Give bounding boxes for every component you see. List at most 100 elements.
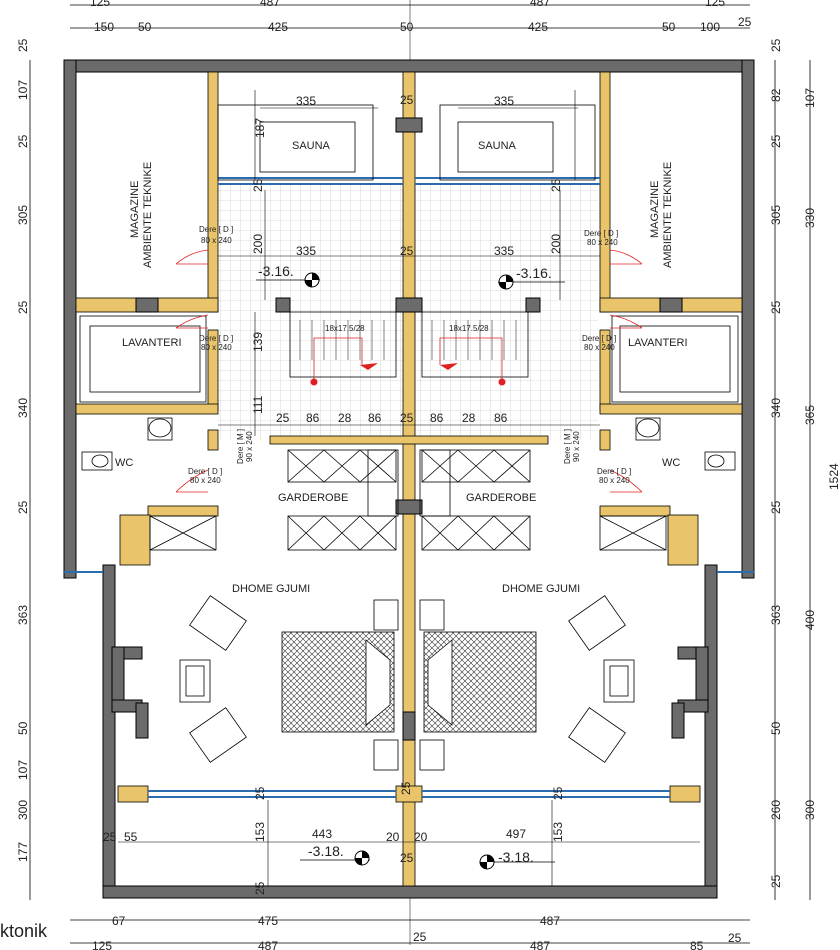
svg-text:107: 107	[16, 80, 30, 100]
svg-text:GARDEROBE: GARDEROBE	[278, 492, 348, 504]
svg-text:330: 330	[803, 208, 817, 228]
svg-text:425: 425	[268, 20, 288, 34]
stairs-right: 18x17.5/28	[421, 311, 529, 386]
svg-text:1524: 1524	[827, 463, 840, 490]
svg-text:MAGAZINE: MAGAZINE	[129, 181, 141, 238]
level-marker-upper-left: -3.16.	[256, 263, 320, 288]
svg-text:260: 260	[769, 800, 783, 820]
svg-text:MAGAZINE: MAGAZINE	[649, 181, 661, 238]
svg-text:-3.18.: -3.18.	[498, 849, 534, 865]
svg-text:25: 25	[103, 830, 117, 844]
svg-text:340: 340	[769, 398, 783, 418]
dims-right: 25 82 25 305 25 340 25 363 50 260 25 107…	[769, 38, 840, 888]
svg-text:25: 25	[769, 874, 783, 888]
sauna-right: SAUNA	[439, 104, 596, 181]
svg-text:300: 300	[803, 800, 817, 820]
wardrobes	[149, 449, 667, 551]
svg-text:25: 25	[769, 500, 783, 514]
svg-text:335: 335	[296, 244, 316, 258]
svg-text:487: 487	[540, 914, 560, 928]
level-marker-lower-left: -3.18.	[300, 843, 370, 866]
svg-text:86: 86	[430, 411, 444, 425]
svg-text:80 x 240: 80 x 240	[587, 238, 618, 247]
svg-text:-3.16.: -3.16.	[258, 263, 294, 279]
svg-text:-3.18.: -3.18.	[308, 843, 344, 859]
svg-text:86: 86	[494, 411, 508, 425]
svg-text:25: 25	[551, 786, 565, 800]
svg-text:50: 50	[138, 20, 152, 34]
svg-text:25: 25	[400, 411, 414, 425]
svg-text:WC: WC	[662, 457, 680, 469]
svg-text:305: 305	[769, 205, 783, 225]
svg-text:25: 25	[728, 931, 742, 945]
door-swings	[175, 249, 643, 493]
svg-text:80 x 240: 80 x 240	[201, 343, 232, 352]
svg-text:475: 475	[258, 914, 278, 928]
corner-title: ktonik	[0, 921, 48, 941]
svg-text:25: 25	[16, 500, 30, 514]
sauna-left: SAUNA	[217, 104, 374, 181]
svg-text:487: 487	[258, 939, 278, 950]
svg-text:86: 86	[368, 411, 382, 425]
svg-text:18x17.5/28: 18x17.5/28	[325, 324, 365, 333]
svg-text:18x17.5/28: 18x17.5/28	[449, 324, 489, 333]
svg-text:-3.16.: -3.16.	[516, 265, 552, 281]
svg-text:153: 153	[253, 822, 267, 842]
svg-text:25: 25	[769, 38, 783, 52]
svg-text:425: 425	[528, 20, 548, 34]
svg-text:487: 487	[530, 939, 550, 950]
svg-text:50: 50	[662, 20, 676, 34]
svg-text:25: 25	[253, 786, 267, 800]
svg-text:25: 25	[16, 38, 30, 52]
svg-text:90 x 240: 90 x 240	[245, 431, 254, 462]
svg-text:85: 85	[690, 939, 704, 950]
svg-text:25: 25	[400, 93, 414, 107]
svg-text:GARDEROBE: GARDEROBE	[466, 492, 536, 504]
svg-text:AMBIENTE TEKNIKE: AMBIENTE TEKNIKE	[142, 162, 154, 268]
svg-text:25: 25	[400, 851, 414, 865]
svg-text:300: 300	[16, 800, 30, 820]
exterior-walls	[63, 59, 755, 899]
svg-text:111: 111	[251, 395, 265, 414]
svg-text:25: 25	[769, 134, 783, 148]
svg-text:25: 25	[399, 781, 413, 795]
svg-text:Dere [ M ]: Dere [ M ]	[236, 429, 245, 464]
svg-text:80 x 240: 80 x 240	[201, 236, 232, 245]
svg-text:363: 363	[16, 605, 30, 625]
svg-text:125: 125	[92, 939, 112, 950]
svg-text:50: 50	[400, 20, 414, 34]
svg-text:200: 200	[251, 234, 265, 254]
svg-text:Dere [ M ]: Dere [ M ]	[563, 429, 572, 464]
svg-text:50: 50	[16, 721, 30, 735]
svg-text:Dere [ D ]: Dere [ D ]	[584, 229, 618, 238]
svg-text:25: 25	[413, 930, 427, 944]
svg-text:187: 187	[253, 118, 267, 138]
svg-text:200: 200	[549, 234, 563, 254]
svg-text:153: 153	[551, 822, 565, 842]
svg-text:25: 25	[738, 15, 752, 29]
svg-text:DHOME GJUMI: DHOME GJUMI	[502, 583, 580, 595]
svg-text:80 x 240: 80 x 240	[190, 476, 221, 485]
svg-text:25: 25	[253, 881, 267, 895]
svg-text:25: 25	[276, 411, 290, 425]
svg-text:AMBIENTE TEKNIKE: AMBIENTE TEKNIKE	[662, 162, 674, 268]
svg-text:50: 50	[769, 721, 783, 735]
svg-text:25: 25	[769, 300, 783, 314]
inner-dimensions: 335 335 187 25 25 25 335 25 335 200 200 …	[103, 90, 700, 895]
svg-text:90 x 240: 90 x 240	[572, 431, 581, 462]
svg-text:25: 25	[400, 244, 414, 258]
svg-text:SAUNA: SAUNA	[478, 140, 517, 152]
svg-text:25: 25	[16, 134, 30, 148]
svg-text:487: 487	[530, 0, 550, 9]
svg-text:497: 497	[506, 827, 526, 841]
svg-text:335: 335	[494, 94, 514, 108]
svg-text:DHOME GJUMI: DHOME GJUMI	[232, 583, 310, 595]
svg-text:25: 25	[549, 178, 563, 192]
svg-text:LAVANTERI: LAVANTERI	[628, 337, 688, 349]
wc-fixtures	[81, 417, 736, 471]
svg-text:400: 400	[803, 610, 817, 630]
level-marker-lower-right: -3.18.	[479, 849, 555, 870]
svg-text:Dere [ D ]: Dere [ D ]	[199, 334, 233, 343]
level-marker-upper-right: -3.16.	[498, 265, 565, 290]
